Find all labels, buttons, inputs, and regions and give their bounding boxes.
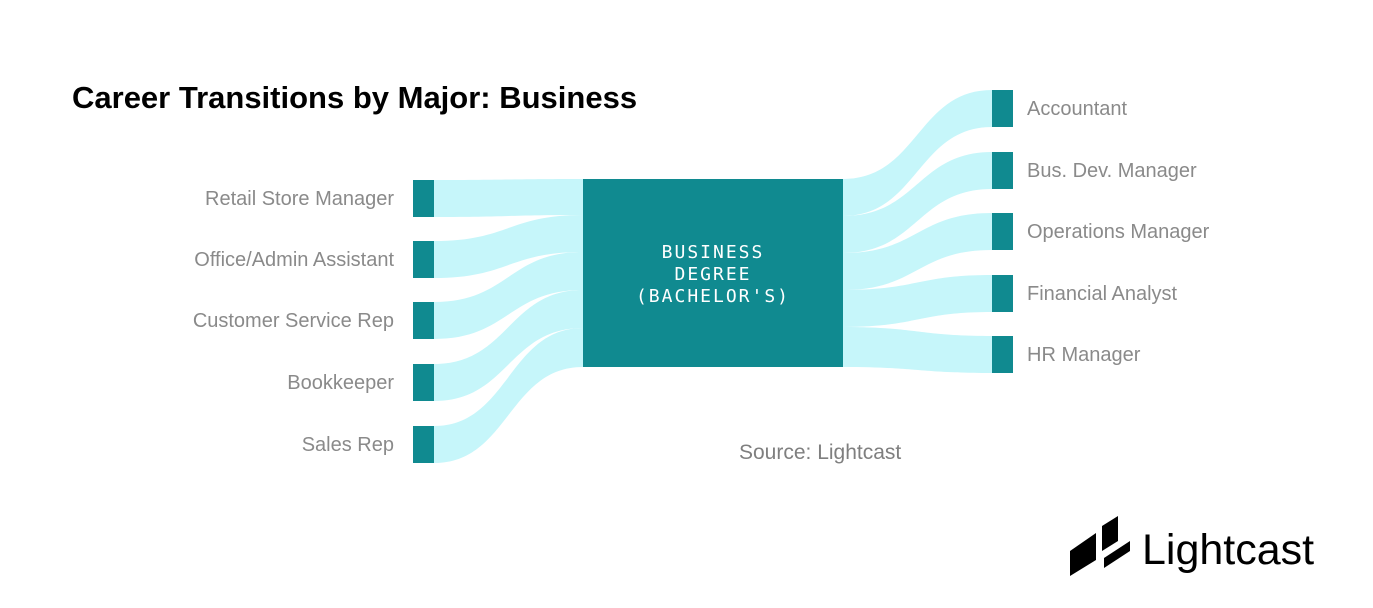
source-node-2 — [413, 302, 434, 339]
target-label-3: Financial Analyst — [1027, 283, 1178, 305]
source-node-4 — [413, 426, 434, 463]
center-label-line-3: (BACHELOR'S) — [636, 286, 790, 307]
target-node-4 — [992, 336, 1013, 373]
target-node-3 — [992, 275, 1013, 312]
target-node-2 — [992, 213, 1013, 250]
flow-target-1 — [843, 152, 992, 253]
flow-source-0 — [434, 179, 583, 217]
source-label-4: Sales Rep — [302, 434, 394, 456]
flow-source-4 — [434, 328, 583, 463]
source-label-1: Office/Admin Assistant — [194, 249, 394, 271]
flow-target-0 — [843, 90, 992, 216]
source-node-3 — [413, 364, 434, 401]
source-note: Source: Lightcast — [739, 441, 901, 464]
source-label-0: Retail Store Manager — [205, 188, 394, 210]
flow-source-1 — [434, 215, 583, 278]
lightcast-wordmark: Lightcast — [1142, 526, 1314, 574]
chart-title: Career Transitions by Major: Business — [72, 80, 637, 115]
nodes — [413, 90, 1013, 463]
center-label-line-2: DEGREE — [674, 264, 751, 285]
flow-target-4 — [843, 327, 992, 373]
source-label-2: Customer Service Rep — [193, 310, 394, 332]
target-node-0 — [992, 90, 1013, 127]
center-label-line-1: BUSINESS — [662, 242, 765, 263]
flow-source-3 — [434, 290, 583, 401]
target-label-4: HR Manager — [1027, 344, 1141, 366]
lightcast-mark-icon — [1070, 516, 1130, 576]
flow-links — [434, 90, 992, 463]
source-node-0 — [413, 180, 434, 217]
target-label-0: Accountant — [1027, 98, 1128, 120]
target-node-1 — [992, 152, 1013, 189]
center-node-business-degree — [583, 179, 843, 367]
flow-source-2 — [434, 252, 583, 339]
lightcast-logo: Lightcast — [1070, 516, 1314, 576]
target-label-2: Operations Manager — [1027, 221, 1210, 243]
flow-target-2 — [843, 213, 992, 290]
target-label-1: Bus. Dev. Manager — [1027, 160, 1197, 182]
source-label-3: Bookkeeper — [287, 372, 394, 394]
flow-target-3 — [843, 275, 992, 327]
source-node-1 — [413, 241, 434, 278]
